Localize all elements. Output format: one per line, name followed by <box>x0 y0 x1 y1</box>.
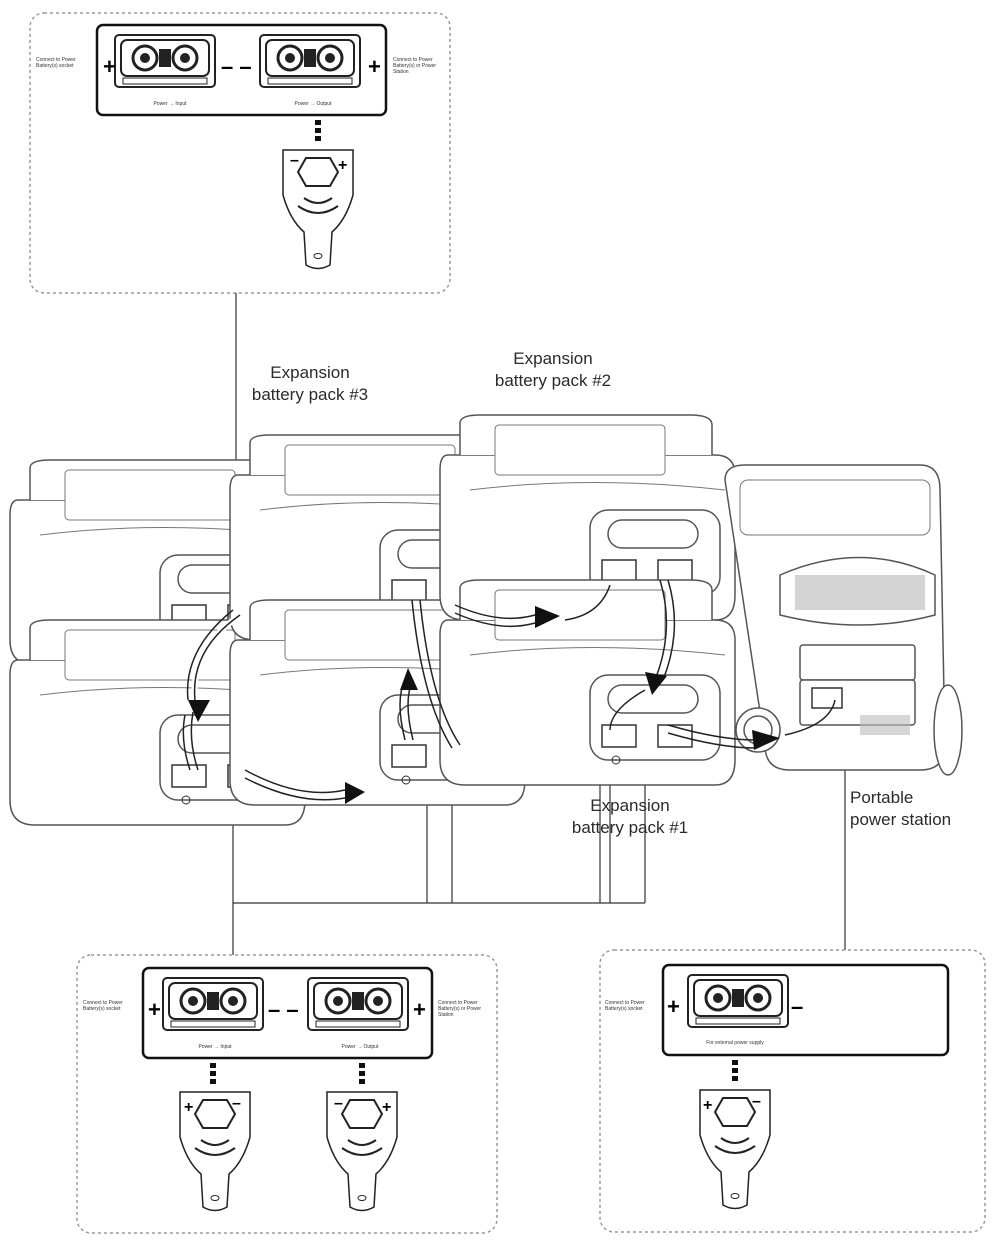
bottom-right-panel-frame <box>599 949 986 1233</box>
bl-output-label: Power → Output <box>341 1044 379 1050</box>
top-left-note: Connect to Power Battery(s) socket <box>36 57 76 69</box>
br-port-label: For external power supply <box>706 1040 764 1046</box>
svg-text:+: + <box>184 1099 193 1116</box>
top-input-label: Power → Input <box>153 101 187 107</box>
svg-text:+: + <box>382 1099 391 1116</box>
battery-pack-1-bottom <box>439 579 736 786</box>
top-output-port <box>258 33 362 89</box>
svg-text:– –: – – <box>268 997 299 1022</box>
br-left-note: Connect to Power Battery(s) socket <box>605 1000 645 1012</box>
svg-text:+: + <box>148 997 161 1022</box>
bottom-left-panel-frame <box>76 954 498 1234</box>
svg-text:–: – <box>290 152 299 169</box>
svg-text:+: + <box>667 994 680 1019</box>
flow-arrows <box>188 606 780 804</box>
svg-text:+: + <box>703 1097 712 1114</box>
top-panel-frame <box>29 12 451 294</box>
top-input-port <box>113 33 217 89</box>
top-right-note: Connect to Power Battery(s) or Power Sta… <box>393 57 437 75</box>
bl-right-note: Connect to Power Battery(s) or Power Sta… <box>438 1000 482 1018</box>
svg-text:–: – <box>791 994 803 1019</box>
bl-input-label: Power → Input <box>198 1044 232 1050</box>
svg-text:+: + <box>368 54 381 79</box>
bl-left-note: Connect to Power Battery(s) socket <box>83 1000 123 1012</box>
top-output-label: Power → Output <box>294 101 332 107</box>
svg-text:+: + <box>413 997 426 1022</box>
power-station <box>724 464 963 776</box>
svg-text:–: – <box>752 1093 761 1110</box>
plus-sign: + <box>103 54 116 79</box>
svg-text:–: – <box>334 1095 343 1112</box>
svg-text:–: – <box>232 1095 241 1112</box>
svg-text:– –: – – <box>221 54 252 79</box>
svg-text:+: + <box>338 157 347 174</box>
